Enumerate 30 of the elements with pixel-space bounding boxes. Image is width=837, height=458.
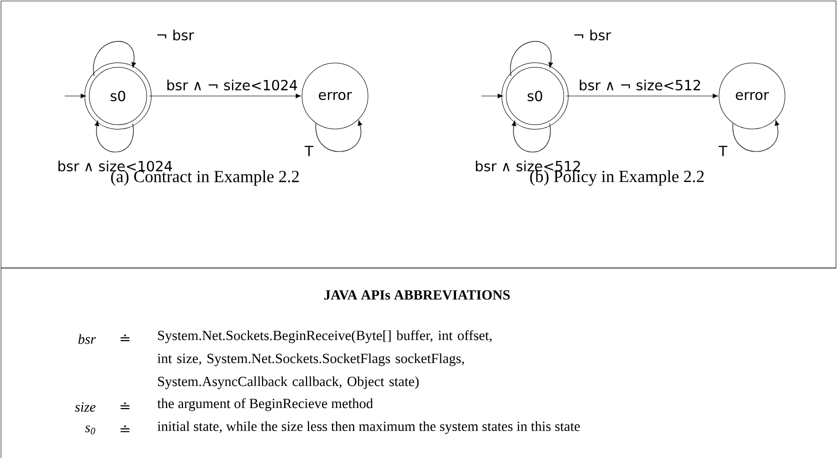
edge-label: T	[718, 144, 728, 158]
heading: JAVA APIs ABBREVIATIONS	[324, 290, 510, 300]
edge-label: ¬ bsr	[572, 28, 612, 42]
edge-label: bsr ∧ size<1024	[56, 160, 174, 172]
edge-label: bsr ∧ ¬ size<512	[578, 78, 702, 92]
loop-arrow	[732, 120, 780, 152]
definition: initial state, while the size less then maximum the system states in this state	[158, 421, 580, 434]
start-arrow	[64, 94, 86, 98]
edge-label: bsr ∧ ¬ size<1024	[165, 78, 299, 92]
arrow	[566, 94, 718, 98]
equals-sign: ≐	[120, 402, 130, 410]
caption: (b) Policy in Example 2.2	[530, 170, 704, 186]
edge-label: T	[304, 144, 314, 158]
abbreviation: size	[74, 402, 96, 412]
loop-arrow	[510, 41, 553, 76]
abbreviation: bsr	[78, 334, 96, 344]
edge-label: ¬ bsr	[154, 28, 196, 42]
caption: (a) Contract in Example 2.2	[111, 170, 299, 186]
equals-sign: ≐	[120, 334, 130, 342]
equals-sign: ≐	[120, 425, 130, 432]
loop-arrow	[316, 120, 362, 152]
arrow	[148, 94, 301, 98]
loop-arrow	[94, 120, 134, 152]
edge-label: bsr ∧ size<512	[474, 160, 582, 172]
definition: the argument of BeginRecieve method	[157, 398, 373, 412]
loop-arrow	[93, 41, 136, 76]
start-arrow	[481, 94, 503, 98]
loop-arrow	[512, 120, 551, 152]
abbreviation: s$_{0}$	[85, 426, 96, 434]
definition: System.Net.Sockets.BeginReceive(Byte[] buffer, int offset, int size, System.Net.Sockets.SocketFlags socketFlags, System.AsyncCallback callback, Object state)	[158, 330, 492, 390]
